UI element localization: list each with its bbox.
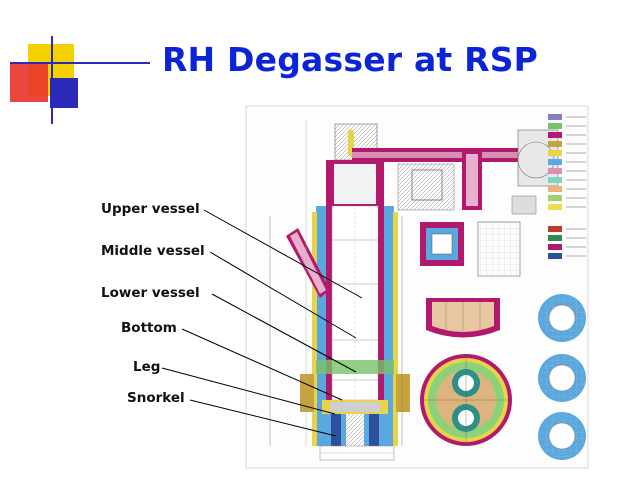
label-middle-vessel: Middle vessel <box>101 243 205 259</box>
label-snorkel: Snorkel <box>127 390 185 406</box>
label-upper-vessel: Upper vessel <box>101 201 200 217</box>
deco-horizontal-line <box>10 62 150 64</box>
leader-lower-vessel <box>211 293 357 373</box>
top-duct <box>334 123 559 215</box>
leader-lines <box>161 209 363 437</box>
deco-vertical-line <box>51 36 53 124</box>
deco-blue-square <box>50 78 78 108</box>
leader-snorkel <box>189 399 337 437</box>
label-leg: Leg <box>133 359 161 375</box>
deco-red-square <box>10 64 48 102</box>
vessel-column <box>269 120 410 461</box>
label-lower-vessel: Lower vessel <box>101 285 200 301</box>
section-details <box>420 221 521 446</box>
leader-upper-vessel <box>203 209 363 299</box>
slide-title: RH Degasser at RSP <box>161 40 539 79</box>
snorkel-rings <box>538 294 586 460</box>
label-bottom: Bottom <box>121 320 177 336</box>
leader-middle-vessel <box>209 251 357 339</box>
material-legend <box>548 114 586 259</box>
leader-bottom <box>181 328 343 401</box>
leader-leg <box>161 367 336 415</box>
